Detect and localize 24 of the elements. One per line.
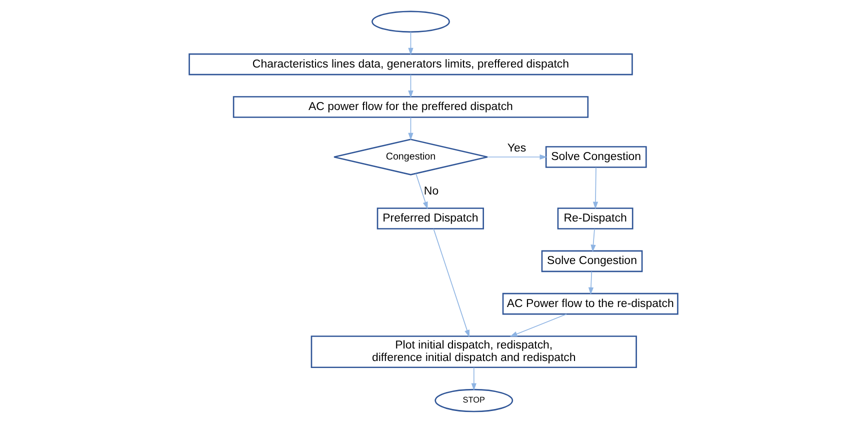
arrow bbox=[592, 167, 598, 210]
arrow bbox=[416, 173, 428, 210]
node-box: Solve Congestion bbox=[545, 146, 647, 168]
node-box: Preferred Dispatch bbox=[376, 208, 484, 230]
arrow bbox=[510, 314, 567, 337]
node-box: AC Power flow to the re-dispatch bbox=[502, 292, 678, 315]
arrow bbox=[433, 228, 470, 338]
arrow bbox=[408, 116, 414, 140]
node-diamond: Congestion bbox=[333, 138, 488, 176]
arrow bbox=[588, 271, 594, 295]
node-box: Characteristics lines data, generators limits, preffered dispatch bbox=[188, 53, 633, 76]
arrow bbox=[487, 154, 548, 160]
arrow bbox=[408, 74, 414, 98]
node-box: Solve Congestion bbox=[541, 250, 643, 272]
edge-label: No bbox=[424, 185, 439, 198]
node-box: Re-Dispatch bbox=[557, 208, 634, 230]
arrow bbox=[471, 367, 476, 391]
node-ellipse bbox=[372, 10, 450, 33]
node-ellipse: STOP bbox=[434, 388, 514, 412]
arrow bbox=[408, 32, 414, 56]
edge-label: Yes bbox=[507, 142, 526, 154]
node-box: Plot initial dispatch, redispatch, difference initial dispatch and redispatch bbox=[310, 336, 637, 368]
arrow bbox=[590, 228, 596, 252]
node-box: AC power flow for the preffered dispatch bbox=[232, 96, 589, 118]
